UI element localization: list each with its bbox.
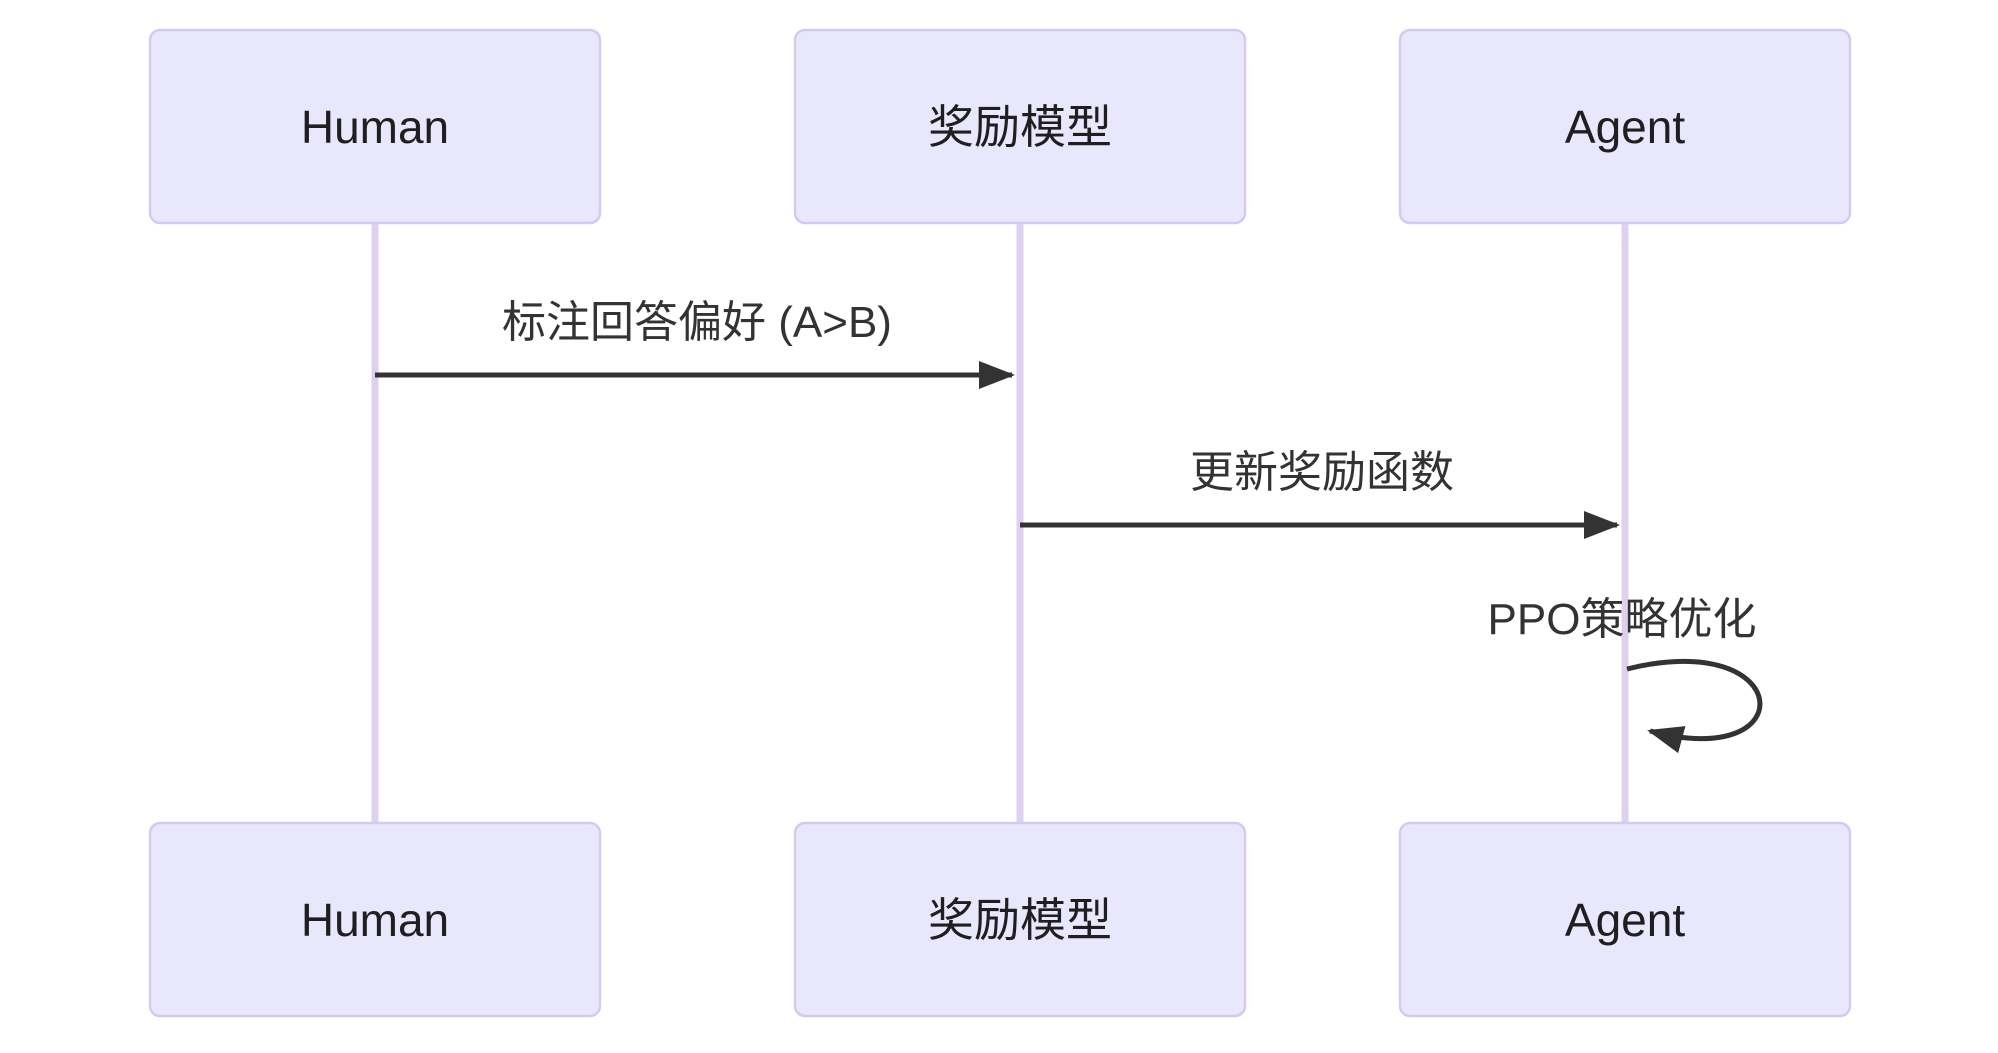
- actor-box: [1398, 28, 1852, 225]
- message-annotate-preference: 标注回答偏好 (A>B): [375, 298, 1015, 389]
- actor-box: [793, 28, 1247, 225]
- actor-box: [148, 28, 602, 225]
- message-label: 更新奖励函数: [1190, 448, 1454, 497]
- actor-box: [1398, 821, 1852, 1018]
- actor-box: [793, 821, 1247, 1018]
- message-ppo-self-loop: PPO策略优化: [1488, 595, 1763, 754]
- message-label: 标注回答偏好 (A>B): [502, 298, 892, 347]
- message-update-reward: 更新奖励函数: [1020, 448, 1620, 539]
- actor-top-reward-model: 奖励模型: [793, 28, 1247, 225]
- actor-label-agent: Agent: [1565, 894, 1685, 946]
- actor-bottom-agent: Agent: [1398, 821, 1852, 1018]
- actor-bottom-human: Human: [148, 821, 602, 1018]
- actor-label-reward-model: 奖励模型: [928, 101, 1112, 153]
- actor-box: [148, 821, 602, 1018]
- actor-label-human: Human: [301, 894, 449, 946]
- actor-top-agent: Agent: [1398, 28, 1852, 225]
- actor-bottom-reward-model: 奖励模型: [793, 821, 1247, 1018]
- actor-top-human: Human: [148, 28, 602, 225]
- actor-label-agent: Agent: [1565, 101, 1685, 153]
- actor-label-human: Human: [301, 101, 449, 153]
- message-label: PPO策略优化: [1488, 595, 1757, 644]
- actor-label-reward-model: 奖励模型: [928, 894, 1112, 946]
- self-loop-arrow: [1626, 658, 1763, 754]
